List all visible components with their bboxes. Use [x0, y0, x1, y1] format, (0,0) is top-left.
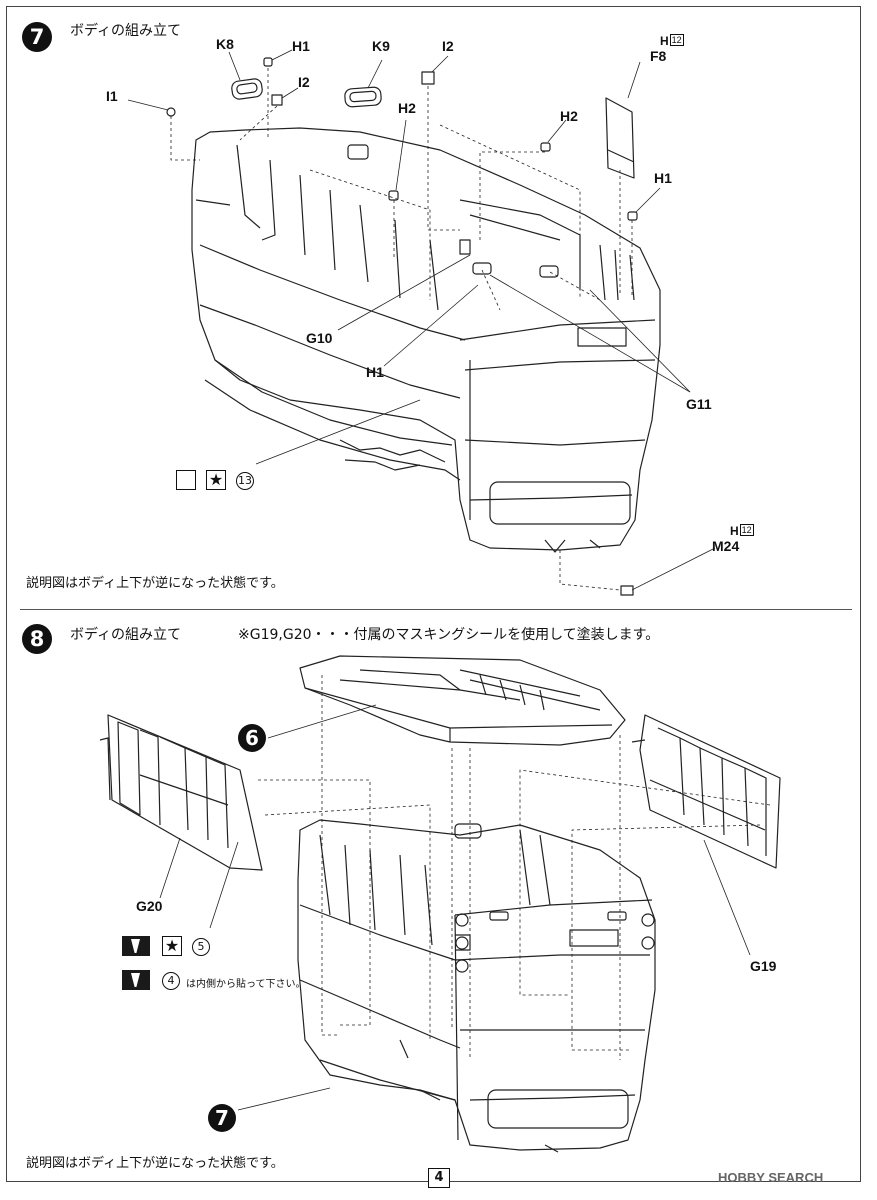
label-i2-left: I2 — [298, 74, 310, 90]
step8-orientation-note: 説明図はボディ上下が逆になった状態です。 — [26, 1156, 284, 1171]
label-g20: G20 — [136, 898, 163, 914]
part-g11b — [539, 265, 559, 278]
watermark: HOBBY SEARCH — [718, 1170, 824, 1185]
step8-title: ボディの組み立て — [70, 627, 182, 643]
label-k8: K8 — [216, 36, 234, 52]
inside-apply-note: は内側から貼って下さい。 — [186, 979, 306, 990]
circled-number-5: 5 — [192, 938, 210, 956]
star-icon: ★ — [162, 936, 182, 956]
label-g10: G10 — [306, 330, 333, 346]
step7-body — [191, 127, 661, 553]
part-h2b — [540, 142, 551, 152]
step7-number-badge: 7 — [22, 22, 52, 52]
label-i2-right: I2 — [442, 38, 454, 54]
paint-icon — [122, 936, 150, 956]
decal-outline-icon — [176, 470, 196, 490]
part-i1 — [166, 107, 176, 117]
step8-panel-g20 — [99, 714, 263, 871]
step-ref-6: 6 — [238, 724, 266, 752]
step-ref-7: 7 — [208, 1104, 236, 1132]
part-f8 — [605, 97, 635, 179]
paint-icon — [122, 970, 150, 990]
label-f8: F8 — [650, 48, 667, 64]
step8-number-badge: 8 — [22, 624, 52, 654]
label-h2-left: H2 — [398, 100, 416, 116]
label-m24: M24 — [712, 538, 740, 554]
part-i2a — [271, 94, 283, 106]
step7-orientation-note: 説明図はボディ上下が逆になった状態です。 — [26, 576, 284, 591]
part-g11a — [472, 262, 492, 275]
section-divider — [20, 609, 852, 610]
part-h2a — [388, 190, 399, 201]
circled-number-4: 4 — [162, 972, 180, 990]
step8-roof — [299, 655, 626, 746]
part-i2b — [421, 71, 435, 85]
label-h1-right: H1 — [654, 170, 672, 186]
part-m24 — [620, 585, 634, 596]
masking-seal-note: ※G19,G20・・・付属のマスキングシールを使用して塗装します。 — [238, 627, 660, 643]
part-k8 — [231, 78, 263, 100]
label-g11: G11 — [686, 396, 712, 412]
label-i1: I1 — [106, 88, 118, 104]
step8-body — [297, 819, 656, 1153]
part-h1b — [627, 211, 638, 221]
step8-panel-g19 — [631, 714, 781, 869]
page-number: 4 — [428, 1168, 450, 1188]
star-icon: ★ — [206, 470, 226, 490]
label-g19: G19 — [750, 958, 777, 974]
label-h1-lower: H1 — [366, 364, 384, 380]
label-h2-right: H2 — [560, 108, 578, 124]
label-k9: K9 — [372, 38, 390, 54]
circled-number-13: 13 — [236, 472, 254, 490]
part-k9 — [344, 86, 382, 108]
part-h1a — [263, 57, 273, 67]
step7-title: ボディの組み立て — [70, 23, 182, 39]
label-h1-top: H1 — [292, 38, 310, 54]
